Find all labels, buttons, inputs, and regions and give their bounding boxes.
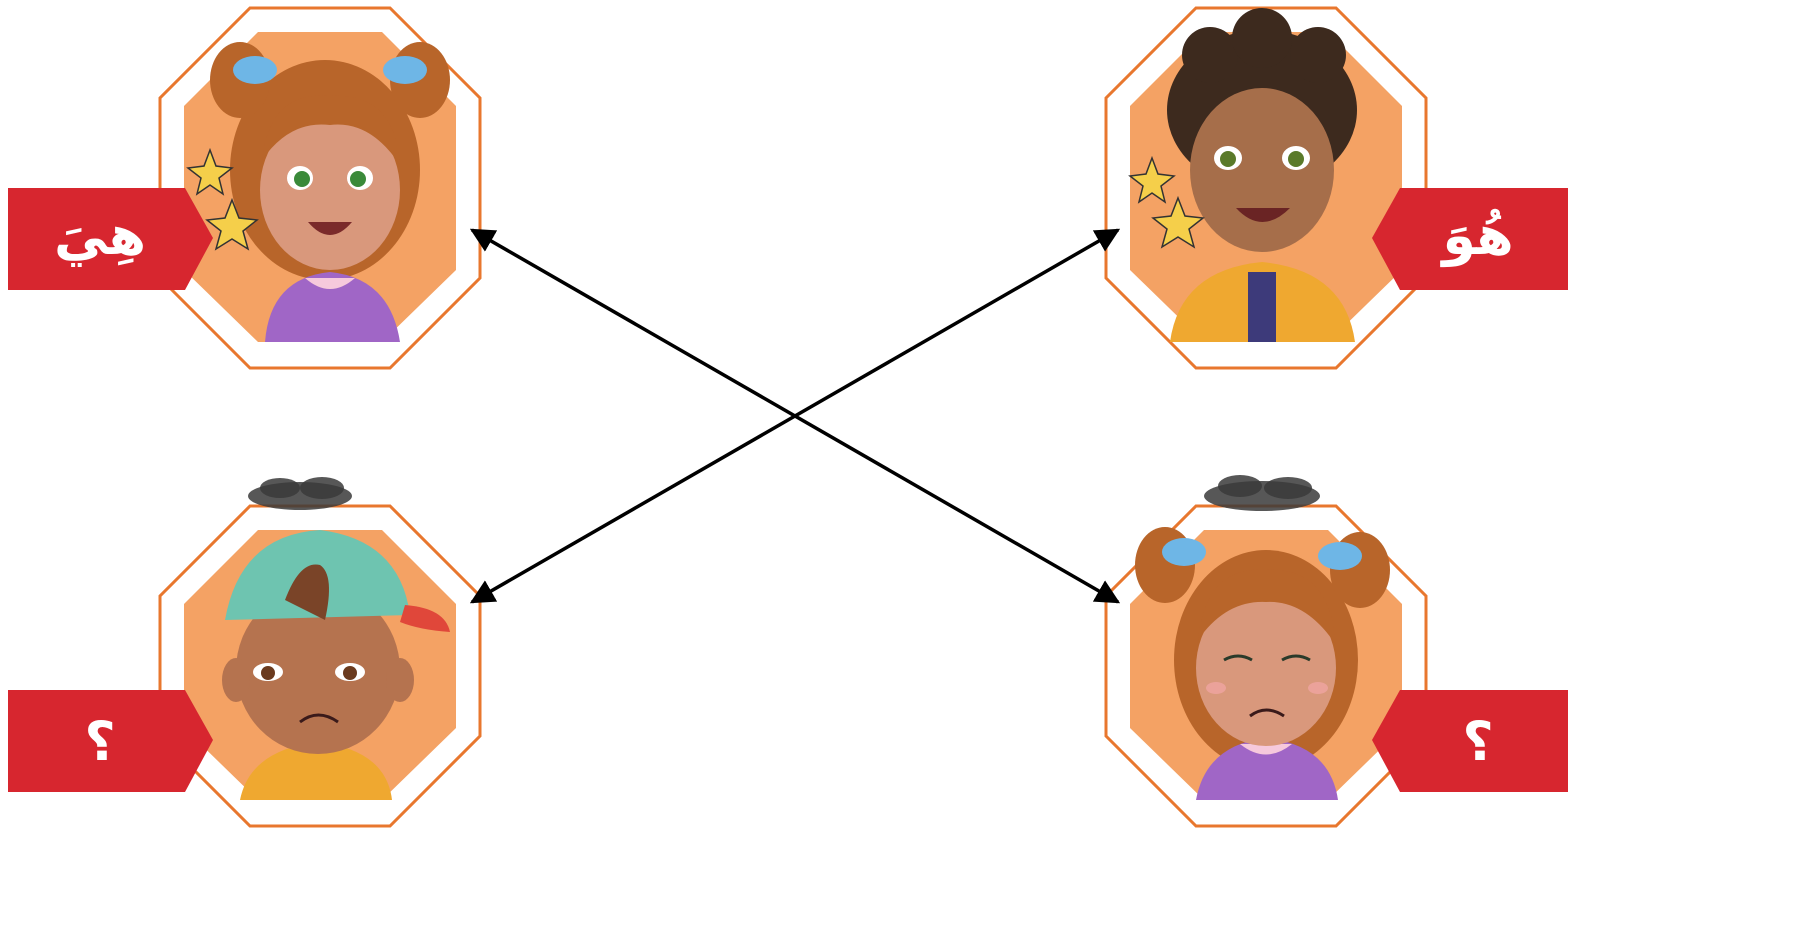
red-banner bbox=[8, 188, 213, 290]
connector-arrow-topright-bottomleft bbox=[469, 228, 1121, 604]
pronoun-label: ؟ bbox=[84, 710, 115, 773]
label-tab-bottom-right: ؟ bbox=[1372, 690, 1568, 792]
label-tab-top-left: هِيَ bbox=[8, 188, 213, 290]
card-bottom-left bbox=[158, 477, 482, 828]
red-banner bbox=[8, 690, 213, 792]
red-banner bbox=[1372, 690, 1568, 792]
girl-sad-with-cloud-icon bbox=[1135, 475, 1390, 800]
card-top-left bbox=[158, 6, 482, 370]
pronoun-label: هِيَ bbox=[54, 204, 146, 267]
card-bottom-right bbox=[1104, 475, 1428, 828]
pronoun-label: ؟ bbox=[1462, 710, 1493, 773]
boy-happy-with-stars-icon bbox=[1128, 8, 1357, 342]
label-tab-top-right: هُوَ bbox=[1372, 188, 1568, 290]
card-top-right bbox=[1104, 6, 1428, 370]
girl-happy-with-stars-icon bbox=[186, 42, 450, 342]
red-banner bbox=[1372, 188, 1568, 290]
label-tab-bottom-left: ؟ bbox=[8, 690, 213, 792]
pronoun-label: هُوَ bbox=[1439, 204, 1513, 267]
boy-sad-with-cloud-icon bbox=[222, 477, 450, 800]
